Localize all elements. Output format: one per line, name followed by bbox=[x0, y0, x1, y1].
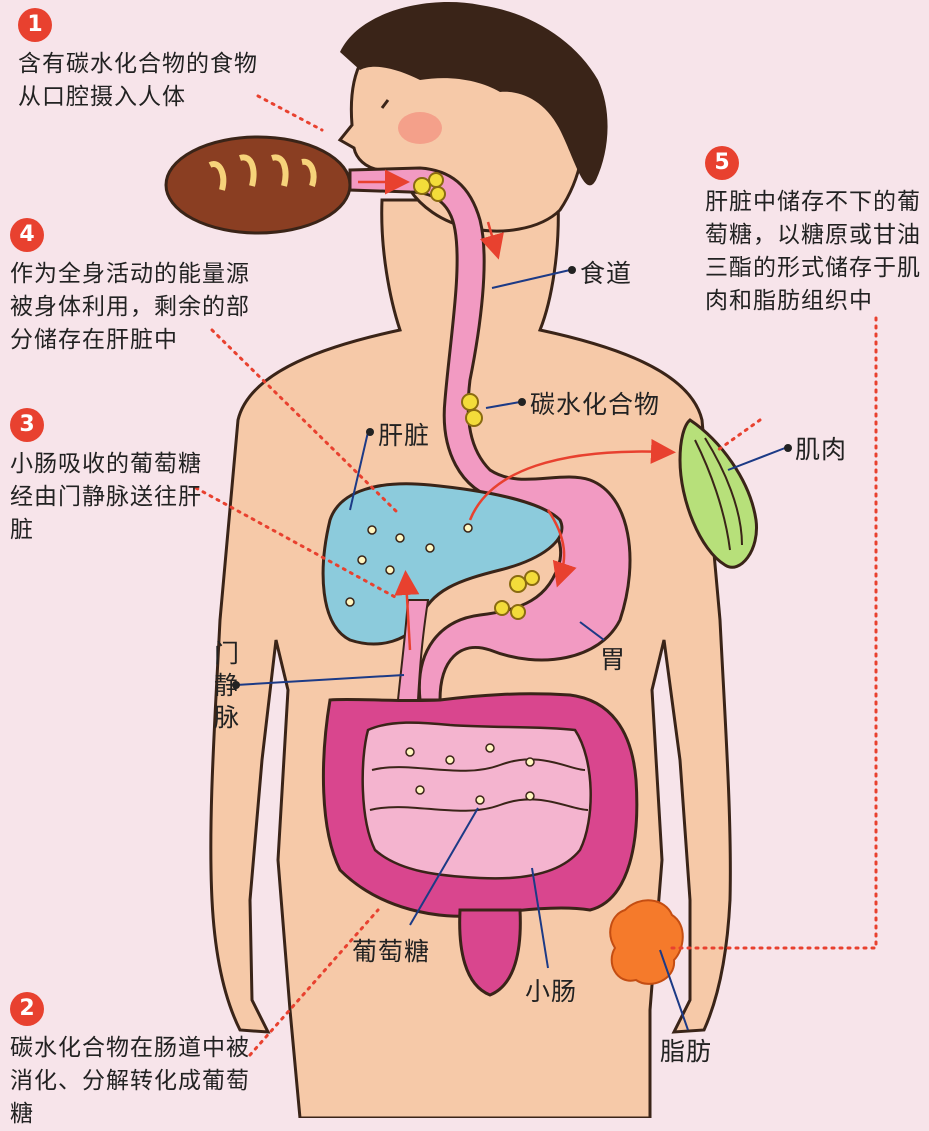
label-small-intestine: 小肠 bbox=[525, 972, 577, 1008]
step-text: 小肠吸收的葡萄糖经由门静脉送往肝脏 bbox=[10, 448, 206, 547]
step-number: 5 bbox=[705, 146, 739, 180]
label-esophagus: 食道 bbox=[580, 254, 632, 290]
step-number: 2 bbox=[10, 992, 44, 1026]
step-text: 肝脏中储存不下的葡萄糖，以糖原或甘油三酯的形式储存于肌肉和脂肪组织中 bbox=[705, 186, 929, 318]
label-portal-vein: 门静脉 bbox=[212, 638, 242, 734]
label-fat: 脂肪 bbox=[660, 1032, 712, 1068]
step-text: 碳水化合物在肠道中被消化、分解转化成葡萄糖 bbox=[10, 1032, 250, 1131]
label-stomach: 胃 bbox=[600, 640, 626, 676]
step-1: 1 含有碳水化合物的食物从口腔摄入人体 bbox=[18, 8, 280, 114]
step-number: 4 bbox=[10, 218, 44, 252]
label-liver: 肝脏 bbox=[378, 416, 430, 452]
step-number: 3 bbox=[10, 408, 44, 442]
label-carbohydrate: 碳水化合物 bbox=[530, 385, 660, 421]
label-glucose: 葡萄糖 bbox=[352, 932, 430, 968]
step-2: 2 碳水化合物在肠道中被消化、分解转化成葡萄糖 bbox=[10, 992, 250, 1131]
label-muscle: 肌肉 bbox=[795, 430, 847, 466]
step-4: 4 作为全身活动的能量源被身体利用，剩余的部分储存在肝脏中 bbox=[10, 218, 266, 357]
step-number: 1 bbox=[18, 8, 52, 42]
step-3: 3 小肠吸收的葡萄糖经由门静脉送往肝脏 bbox=[10, 408, 206, 547]
step-5: 5 肝脏中储存不下的葡萄糖，以糖原或甘油三酯的形式储存于肌肉和脂肪组织中 bbox=[705, 146, 929, 318]
cheek bbox=[398, 112, 442, 144]
fat-shape bbox=[610, 900, 683, 984]
step-text: 含有碳水化合物的食物从口腔摄入人体 bbox=[18, 48, 280, 114]
step-text: 作为全身活动的能量源被身体利用，剩余的部分储存在肝脏中 bbox=[10, 258, 266, 357]
